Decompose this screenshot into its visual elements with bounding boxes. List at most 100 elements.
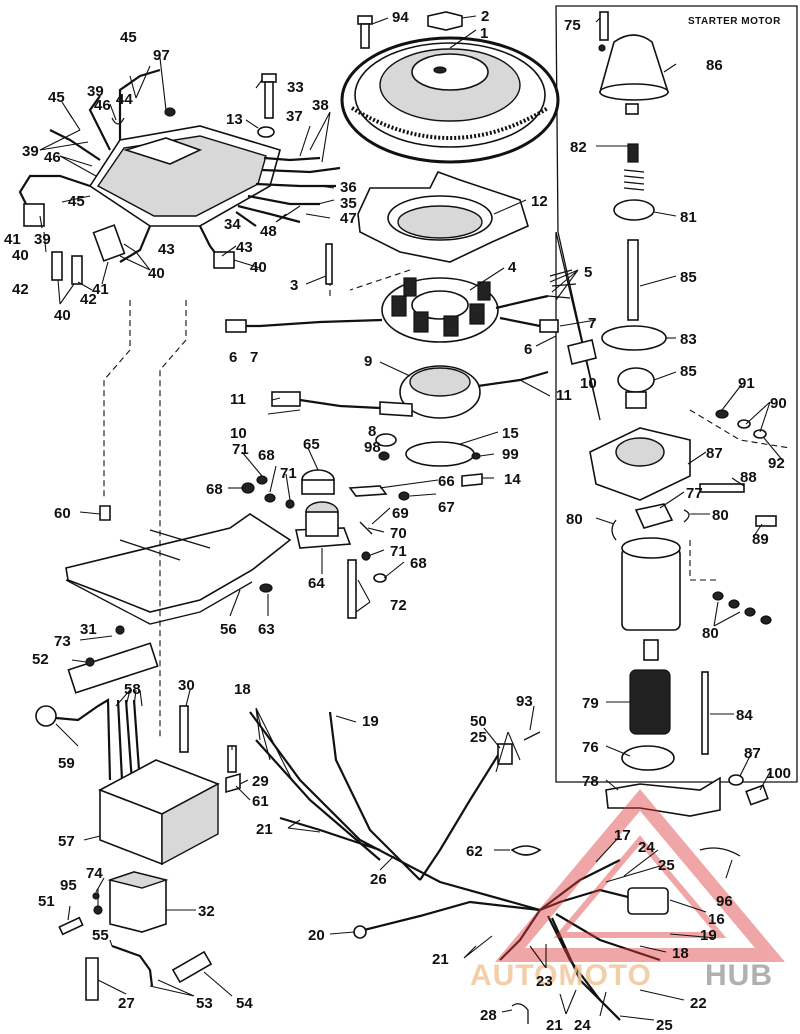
leader-lines <box>39 15 785 1021</box>
label-78: 78 <box>582 773 599 790</box>
stator-coils <box>381 277 499 343</box>
label-21b: 21 <box>432 951 449 968</box>
label-26: 26 <box>370 871 387 888</box>
screw-31 <box>115 625 125 635</box>
label-33: 33 <box>287 79 304 96</box>
label-25c: 25 <box>656 1017 673 1034</box>
stator-mount <box>357 171 529 263</box>
label-21c: 21 <box>546 1017 563 1034</box>
washer-80a <box>712 591 724 601</box>
plug-42a <box>51 251 63 281</box>
connector-6-right <box>539 319 559 333</box>
harness-25 <box>419 751 501 881</box>
label-8: 8 <box>368 423 376 440</box>
label-22: 22 <box>690 995 707 1012</box>
label-83: 83 <box>680 331 697 348</box>
label-37: 37 <box>286 108 303 125</box>
label-95: 95 <box>60 877 77 894</box>
label-74: 74 <box>86 865 103 882</box>
label-72: 72 <box>390 597 407 614</box>
label-100: 100 <box>766 765 791 782</box>
end-plate-76 <box>621 745 675 771</box>
bolt-3 <box>325 243 333 285</box>
alignment-line-2 <box>159 300 187 740</box>
armature-housing-top <box>621 537 681 559</box>
screw-73 <box>85 657 95 667</box>
label-67: 67 <box>438 499 455 516</box>
label-64: 64 <box>308 575 325 592</box>
shaft-85 <box>627 239 639 321</box>
clip-96 <box>699 847 741 857</box>
harness-21b <box>499 909 541 961</box>
label-50: 50 <box>470 713 487 730</box>
power-pack-34 <box>88 125 281 227</box>
terminal-block-52 <box>67 642 159 694</box>
label-98: 98 <box>364 439 381 456</box>
label-85b: 85 <box>680 363 697 380</box>
plate-83 <box>601 325 667 351</box>
nut-71 <box>256 475 268 485</box>
label-45c: 45 <box>68 193 85 210</box>
wire-terminals-5 <box>547 269 577 299</box>
harness-19-18 <box>249 711 541 912</box>
label-48: 48 <box>260 223 277 240</box>
harness-17 <box>539 859 621 911</box>
harness-20 <box>363 900 541 932</box>
label-53: 53 <box>196 995 213 1012</box>
harness-16 <box>539 888 641 912</box>
collar-82 <box>627 143 639 163</box>
watermark-logo <box>494 789 786 962</box>
clip-27 <box>85 957 99 1001</box>
label-1: 1 <box>480 25 488 42</box>
mounting-plate-56 <box>65 513 292 625</box>
washer-90b <box>753 429 767 439</box>
washer-71 <box>285 499 295 509</box>
plug-42b <box>71 255 83 285</box>
wire-45b <box>88 95 111 151</box>
stator-lead-left <box>244 318 383 328</box>
label-66: 66 <box>438 473 455 490</box>
spring-cap-82 <box>625 103 639 115</box>
label-6b: 6 <box>524 341 532 358</box>
label-82: 82 <box>570 139 587 156</box>
label-57: 57 <box>58 833 75 850</box>
label-7a: 7 <box>250 349 258 366</box>
through-bolt-84 <box>701 671 709 755</box>
label-84: 84 <box>736 707 753 724</box>
label-85a: 85 <box>680 269 697 286</box>
flywheel-nut <box>427 11 463 31</box>
label-40c: 40 <box>148 265 165 282</box>
connector-11 <box>271 391 301 407</box>
label-20: 20 <box>308 927 325 944</box>
connector-10 <box>567 339 597 365</box>
label-47: 47 <box>340 210 357 227</box>
clip-28 <box>511 1003 529 1024</box>
screw-97 <box>164 107 176 117</box>
brush-80-right <box>683 509 690 523</box>
label-81: 81 <box>680 209 697 226</box>
end-cap-86-base <box>599 83 669 101</box>
clamp-62 <box>510 845 542 856</box>
stator-lead-right <box>495 294 549 310</box>
washer-87 <box>728 774 744 786</box>
label-25a: 25 <box>470 729 487 746</box>
label-44: 44 <box>116 91 133 108</box>
label-71a: 71 <box>232 441 249 458</box>
drive-85 <box>625 391 647 409</box>
label-3: 3 <box>290 277 298 294</box>
label-32: 32 <box>198 903 215 920</box>
label-46b: 46 <box>44 149 61 166</box>
label-18a: 18 <box>234 681 251 698</box>
watermark-text-part2: HUB <box>705 959 773 992</box>
harness-25b <box>550 917 621 1021</box>
clip-61 <box>225 772 241 794</box>
trigger-lead-left <box>299 398 381 410</box>
spring-82 <box>623 169 645 191</box>
ring-terminal-59 <box>35 705 57 727</box>
label-69: 69 <box>392 505 409 522</box>
label-21a: 21 <box>256 821 273 838</box>
washer-68 <box>264 493 276 503</box>
label-63: 63 <box>258 621 275 638</box>
connector-50 <box>497 743 513 765</box>
